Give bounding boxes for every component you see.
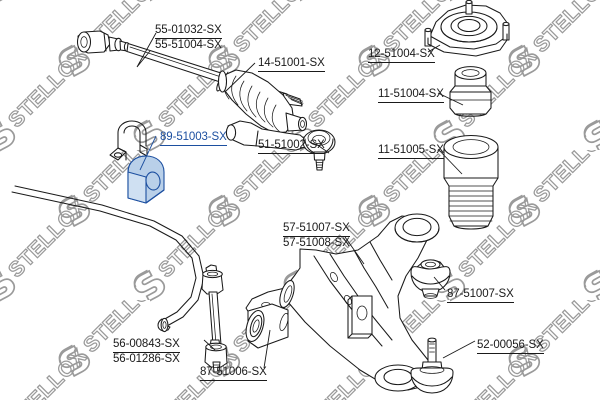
label-line: 51-51002-SX bbox=[258, 139, 325, 154]
part-outer-tie-rod-end bbox=[225, 120, 336, 171]
label-line: 89-51003-SX bbox=[160, 131, 227, 146]
label-line: 12-51004-SX bbox=[368, 48, 435, 63]
part-strut-mount bbox=[424, 0, 510, 57]
part-stabilizer-bar bbox=[11, 185, 205, 333]
label-strut-mount: 12-51004-SX bbox=[368, 48, 435, 63]
label-stabilizer-bushing: 89-51003-SX bbox=[160, 131, 227, 146]
label-steering-rack-boot: 14-51001-SX bbox=[258, 57, 325, 72]
label-control-arm-bush-front: 87-51006-SX bbox=[200, 366, 267, 381]
label-line: 11-51005-SX bbox=[378, 144, 444, 159]
label-line: 87-51007-SX bbox=[447, 288, 514, 303]
label-inner-tie-rod: 55-01032-SX 55-51004-SX bbox=[155, 24, 222, 52]
part-steering-rack-boot bbox=[216, 69, 308, 134]
label-ball-joint: 52-00056-SX bbox=[477, 339, 544, 354]
label-line: 56-00843-SX bbox=[113, 338, 180, 353]
part-control-arm bbox=[245, 213, 440, 392]
label-line: 57-51008-SX bbox=[283, 237, 350, 249]
label-line: 11-51004-SX bbox=[378, 88, 444, 103]
part-ball-joint bbox=[410, 337, 454, 394]
label-bump-stop: 11-51004-SX bbox=[378, 88, 444, 103]
part-dust-cover-boot bbox=[443, 134, 499, 230]
label-line: 87-51006-SX bbox=[200, 366, 267, 381]
leader-lines bbox=[136, 32, 476, 369]
label-line: 57-51007-SX bbox=[283, 222, 350, 237]
part-control-arm-bush-rear bbox=[410, 259, 451, 299]
label-control-arm: 57-51007-SX 57-51008-SX bbox=[283, 222, 350, 250]
label-line: 55-51004-SX bbox=[155, 39, 222, 51]
part-control-arm-bush-front bbox=[245, 303, 289, 349]
label-line: 52-00056-SX bbox=[477, 339, 544, 354]
part-stabilizer-link bbox=[201, 264, 228, 373]
part-stabilizer-bushing-highlight bbox=[109, 120, 165, 204]
label-dust-cover-boot: 11-51005-SX bbox=[378, 144, 444, 159]
label-line: 55-01032-SX bbox=[155, 24, 222, 39]
label-control-arm-bush-rear: 87-51007-SX bbox=[447, 288, 514, 303]
label-stabilizer-link: 56-00843-SX 56-01286-SX bbox=[113, 338, 180, 366]
label-outer-tie-rod-end: 51-51002-SX bbox=[258, 139, 325, 154]
label-line: 56-01286-SX bbox=[113, 353, 180, 365]
label-line: 14-51001-SX bbox=[258, 57, 325, 72]
